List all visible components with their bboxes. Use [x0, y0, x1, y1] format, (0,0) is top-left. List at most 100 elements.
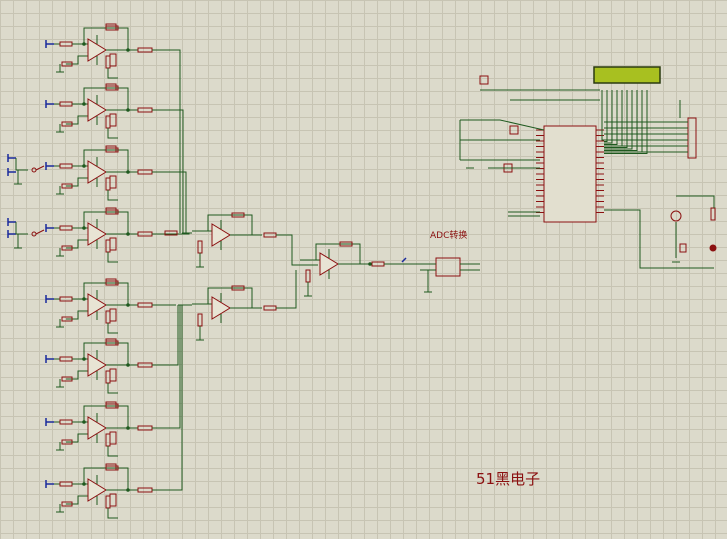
resistor: [371, 261, 385, 267]
capacitor: [105, 23, 117, 31]
op-amp: [211, 223, 231, 247]
resistor: [305, 269, 311, 283]
wire: [107, 323, 118, 334]
wire: [66, 55, 88, 65]
resistor: [263, 305, 277, 311]
wire: [66, 310, 88, 320]
resistor: [61, 376, 73, 382]
junction-dot: [82, 102, 86, 106]
junction-dot: [82, 482, 86, 486]
junction-dot: [82, 420, 86, 424]
resistor: [137, 47, 153, 53]
wire: [276, 234, 318, 266]
resistor: [61, 245, 73, 251]
op-amp: [211, 296, 231, 320]
wire: [604, 209, 714, 269]
capacitor: [105, 338, 117, 346]
resistor: [105, 310, 111, 324]
op-amp: [87, 478, 107, 502]
wire: [107, 128, 118, 139]
resistor: [61, 316, 73, 322]
switch: [31, 231, 37, 237]
potentiometer: [109, 431, 117, 445]
capacitor: [105, 145, 117, 153]
resistor: [105, 495, 111, 509]
lcd-data-line: [604, 90, 613, 144]
wire: [207, 287, 253, 308]
resistor: [197, 313, 203, 327]
wire: [107, 68, 118, 79]
crystal: [509, 125, 519, 135]
resistor: [137, 362, 153, 368]
potentiometer: [109, 368, 117, 382]
resistor: [197, 240, 203, 254]
lcd-screen: [593, 66, 661, 84]
wire: [152, 305, 181, 429]
resistor: [59, 356, 73, 362]
op-amp: [87, 293, 107, 317]
wire: [315, 243, 361, 264]
resistor: [61, 121, 73, 127]
resistor: [105, 239, 111, 253]
buzzer: [679, 243, 687, 253]
wire: [460, 119, 545, 131]
wire: [15, 222, 28, 235]
op-amp: [87, 160, 107, 184]
capacitor: [105, 463, 117, 471]
resistor: [105, 115, 111, 129]
potentiometer: [109, 237, 117, 251]
resistor: [61, 501, 73, 507]
wire: [66, 239, 88, 249]
switch: [35, 229, 45, 235]
potentiometer: [109, 53, 117, 67]
wire: [152, 305, 183, 491]
resistor: [137, 169, 153, 175]
probe-marker: [401, 257, 407, 263]
wire: [107, 508, 118, 519]
wire: [66, 177, 88, 187]
capacitor: [105, 401, 117, 409]
wire: [66, 370, 88, 380]
lcd-data-line: [604, 90, 608, 142]
lcd-data-line: [604, 90, 633, 150]
resistor: [105, 433, 111, 447]
wire: [66, 115, 88, 125]
resistor: [231, 285, 245, 291]
resistor: [137, 425, 153, 431]
op-amp: [87, 416, 107, 440]
resistor: [231, 212, 245, 218]
resistor: [137, 487, 153, 493]
junction-dot: [82, 42, 86, 46]
capacitor: [105, 278, 117, 286]
resistor: [59, 296, 73, 302]
junction-dot: [368, 262, 372, 266]
potentiometer: [109, 493, 117, 507]
resistor: [339, 241, 353, 247]
wire: [152, 109, 184, 233]
resistor: [263, 232, 277, 238]
wire: [276, 270, 297, 309]
resistor: [61, 439, 73, 445]
capacitor: [105, 207, 117, 215]
wire: [66, 433, 88, 443]
junction-dot: [82, 357, 86, 361]
potentiometer: [109, 308, 117, 322]
resistor: [105, 370, 111, 384]
resistor: [61, 183, 73, 189]
watermark-text: 51黑电子: [476, 470, 541, 488]
junction-dot: [82, 226, 86, 230]
wire: [107, 446, 118, 457]
wire: [207, 214, 253, 235]
op-amp: [87, 353, 107, 377]
resistor: [710, 207, 716, 221]
wire: [676, 195, 715, 208]
resistor: [164, 230, 178, 236]
switch: [35, 165, 45, 171]
wire: [107, 383, 118, 394]
resistor: [59, 41, 73, 47]
lcd-data-line: [601, 90, 604, 141]
wire: [107, 252, 118, 263]
resistor: [59, 225, 73, 231]
